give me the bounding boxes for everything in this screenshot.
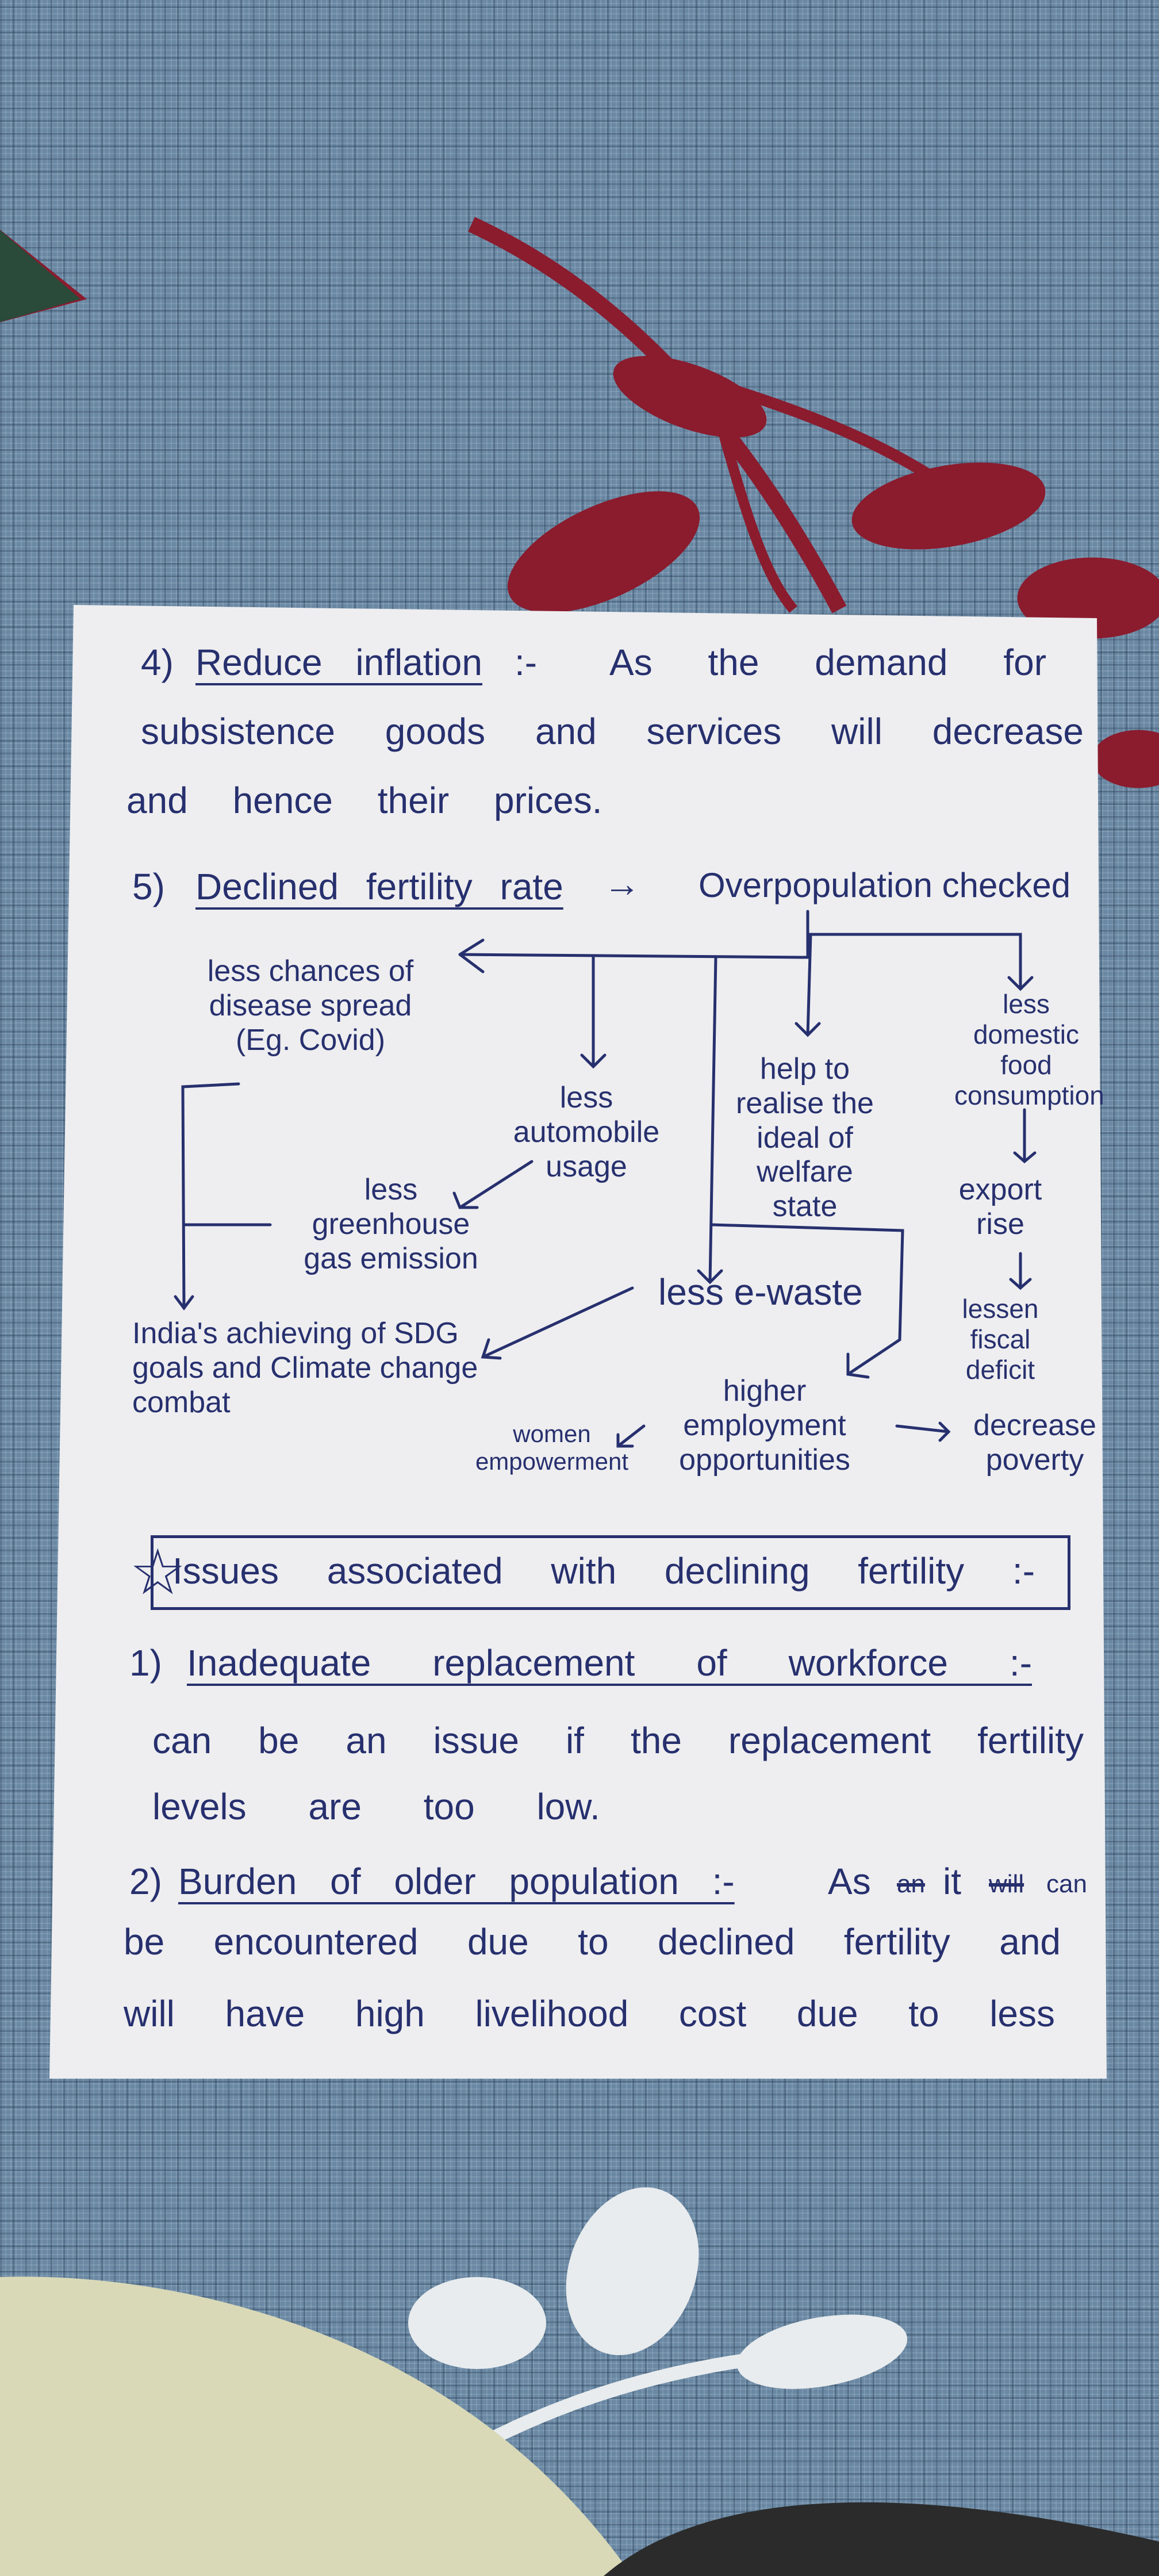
- issue2-line: be encountered due to declined fertility…: [124, 1921, 1061, 1962]
- green-leaf: [0, 230, 80, 322]
- issue2-line: will have high livelihood cost due to le…: [124, 1993, 1055, 2034]
- section4-line: and hence their prices.: [126, 780, 602, 821]
- section4-heading: Reduce inflation: [195, 642, 482, 683]
- issue2-number: 2): [129, 1861, 162, 1902]
- issue2-text: it: [943, 1861, 961, 1902]
- node-disease: less chances of disease spread (Eg. Covi…: [207, 954, 414, 1057]
- paper-sheet: [49, 605, 1107, 2079]
- yellow-cloth: [0, 2276, 632, 2576]
- issue1-line: can be an issue if the replacement ferti…: [152, 1720, 1084, 1761]
- section5-result: Overpopulation checked: [699, 866, 1071, 904]
- issue1-line: levels are too low.: [152, 1786, 600, 1827]
- dark-shadow: [604, 2502, 1159, 2576]
- node-sdg: India's achieving of SDG goals and Clima…: [132, 1317, 478, 1419]
- node-fiscal: lessen fiscal deficit: [962, 1294, 1039, 1385]
- issue1-heading: Inadequate replacement of workforce :-: [187, 1642, 1032, 1684]
- connector-line: [458, 910, 809, 959]
- issue1-number: 1): [129, 1642, 162, 1684]
- node-export: export rise: [958, 1173, 1042, 1241]
- bracket-line: [174, 1082, 240, 1311]
- vertical-line: [697, 956, 723, 1285]
- issue2-text: As: [828, 1861, 871, 1902]
- node-women: women empowerment: [475, 1420, 629, 1475]
- section4-number: 4): [141, 642, 174, 683]
- section4-sep: :-: [515, 642, 538, 683]
- issues-heading-box: [151, 1535, 1070, 1610]
- issue2-text: can: [1046, 1870, 1087, 1898]
- arrow-to-export: [1013, 1108, 1037, 1164]
- section4-line: subsistence goods and services will decr…: [141, 711, 1084, 752]
- arrow-to-fiscal: [1009, 1252, 1032, 1290]
- arrow-to-poverty: [895, 1421, 951, 1442]
- arrow-to-greenhouse: [452, 1160, 534, 1209]
- node-food: less domestic food consumption: [954, 989, 1104, 1110]
- section4-line: As the demand for: [609, 642, 1046, 683]
- section5-heading: Declined fertility rate: [195, 866, 563, 907]
- node-automobile: less automobile usage: [513, 1081, 660, 1183]
- node-ewaste: less e-waste: [658, 1271, 863, 1313]
- struck-word: will: [989, 1870, 1024, 1898]
- star-icon: ☆: [129, 1537, 186, 1608]
- node-welfare: help to realise the ideal of welfare sta…: [736, 1052, 874, 1224]
- node-poverty: decrease poverty: [973, 1409, 1096, 1477]
- node-greenhouse: less greenhouse gas emission: [304, 1173, 478, 1275]
- section5-number: 5): [132, 866, 165, 907]
- arrow-to-welfare: [795, 933, 821, 1037]
- arrow-to-employment: [711, 1223, 904, 1379]
- issue2-heading: Burden of older population :-: [178, 1861, 735, 1902]
- arrow-to-disease: [458, 938, 485, 973]
- arrow-to-women: [616, 1424, 646, 1448]
- arrow-to-automobile: [580, 956, 607, 1069]
- arrow-to-sdg: [481, 1286, 634, 1360]
- struck-word: an: [897, 1870, 925, 1898]
- issues-heading: Issues associated with declining fertili…: [172, 1550, 1035, 1592]
- node-employment: higher employment opportunities: [679, 1374, 850, 1477]
- connector-line: [806, 933, 1034, 991]
- arrow-right-icon: →: [604, 863, 640, 904]
